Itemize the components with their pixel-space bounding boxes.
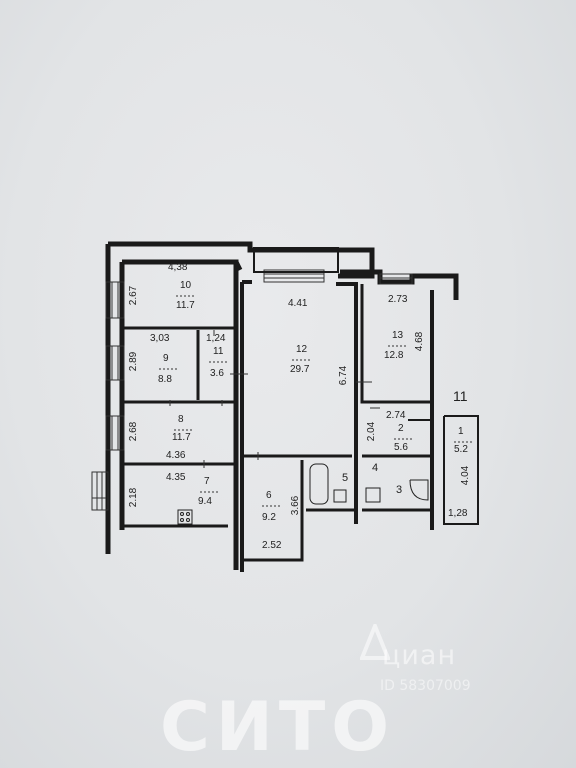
- dimension-marks: [92, 330, 380, 499]
- fixtures: [177, 463, 429, 525]
- walls: [105, 241, 479, 572]
- windows: [91, 247, 413, 511]
- cian-logo-icon: [360, 624, 390, 660]
